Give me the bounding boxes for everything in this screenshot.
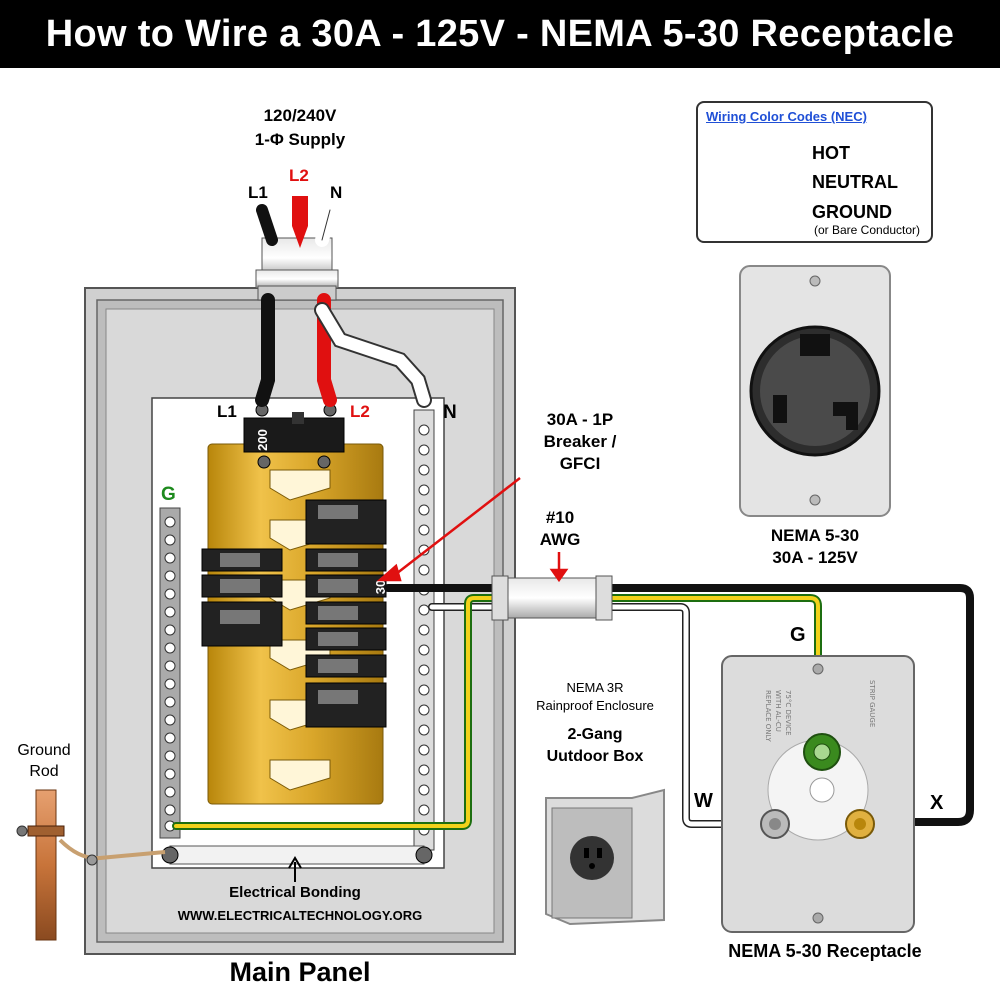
breaker-note-1: 30A - 1P — [546, 410, 614, 429]
supply-wires — [255, 203, 432, 408]
strip-gauge-text: STRIP GAUGE — [868, 680, 876, 727]
ground-rod-label-1: Ground — [17, 742, 71, 759]
supply-phase: 1-Φ Supply — [254, 130, 346, 149]
receptacle-caption: NEMA 5-30 Receptacle — [728, 941, 922, 961]
legend-hot: HOT — [812, 143, 850, 163]
outlet-rating: 30A - 125V — [772, 548, 858, 567]
wire-gauge-1: #10 — [545, 508, 575, 527]
page-title: How to Wire a 30A - 125V - NEMA 5-30 Rec… — [0, 0, 1000, 68]
enclosure-desc: Rainproof Enclosure — [536, 698, 654, 713]
receptacle: REPLACE ONLY WITH AL-CU 75°C DEVICE STRI… — [721, 655, 915, 933]
ground-bar-screws — [164, 516, 176, 832]
panel-n-label: N — [443, 402, 457, 423]
service-connector — [255, 237, 339, 301]
ground-rod-label-2: Rod — [29, 763, 59, 780]
enclosure-rating: NEMA 3R — [566, 680, 624, 695]
panel-g-label: G — [161, 484, 176, 505]
receptacle-w-label: W — [694, 790, 713, 812]
wiring-diagram: 200 30 — [16, 143, 974, 955]
ground-rod — [16, 789, 166, 941]
nema-5-30-outlet — [739, 265, 891, 517]
supply-voltage: 120/240V — [263, 106, 337, 125]
branch-wires — [172, 584, 974, 830]
l2-arrow — [292, 196, 308, 248]
main-panel: 200 30 — [84, 287, 516, 955]
breaker-note-3: GFCI — [559, 454, 601, 473]
supply-n-label: N — [330, 183, 343, 202]
receptacle-x-label: X — [930, 792, 944, 814]
website-label: WWW.ELECTRICALTECHNOLOGY.ORG — [177, 908, 423, 923]
annotation-arrows — [376, 477, 569, 583]
legend-ground-note: (or Bare Conductor) — [814, 223, 921, 237]
receptacle-g-label: G — [790, 624, 806, 646]
supply-l2-label: L2 — [289, 166, 309, 185]
receptacle-plate-text: 75°C DEVICE — [784, 690, 792, 736]
bonding-label: Electrical Bonding — [229, 884, 361, 901]
panel-l2-label: L2 — [350, 402, 370, 421]
wire-gauge-2: AWG — [539, 530, 581, 549]
panel-l1-label: L1 — [217, 402, 237, 421]
breaker-note-2: Breaker / — [543, 432, 617, 451]
receptacle-plate-text: REPLACE ONLY — [764, 690, 772, 742]
neutral-bar-screws — [418, 424, 430, 836]
branch-breaker-rating: 30 — [373, 580, 388, 594]
legend-ground: GROUND — [812, 202, 892, 222]
legend-title: Wiring Color Codes (NEC) — [706, 109, 867, 124]
wiring-color-legend: Wiring Color Codes (NEC) HOT NEUTRAL GRO… — [696, 101, 933, 243]
main-breaker-rating: 200 — [255, 429, 270, 451]
outdoor-box — [545, 788, 665, 926]
main-panel-caption: Main Panel — [229, 957, 371, 987]
enclosure-box: Uutdoor Box — [546, 748, 644, 765]
branch-conduit — [491, 575, 613, 621]
legend-neutral: NEUTRAL — [812, 172, 898, 192]
receptacle-plate-text: WITH AL-CU — [774, 690, 782, 732]
outlet-name: NEMA 5-30 — [770, 526, 860, 545]
enclosure-gang: 2-Gang — [567, 726, 623, 743]
supply-l1-label: L1 — [248, 183, 268, 202]
